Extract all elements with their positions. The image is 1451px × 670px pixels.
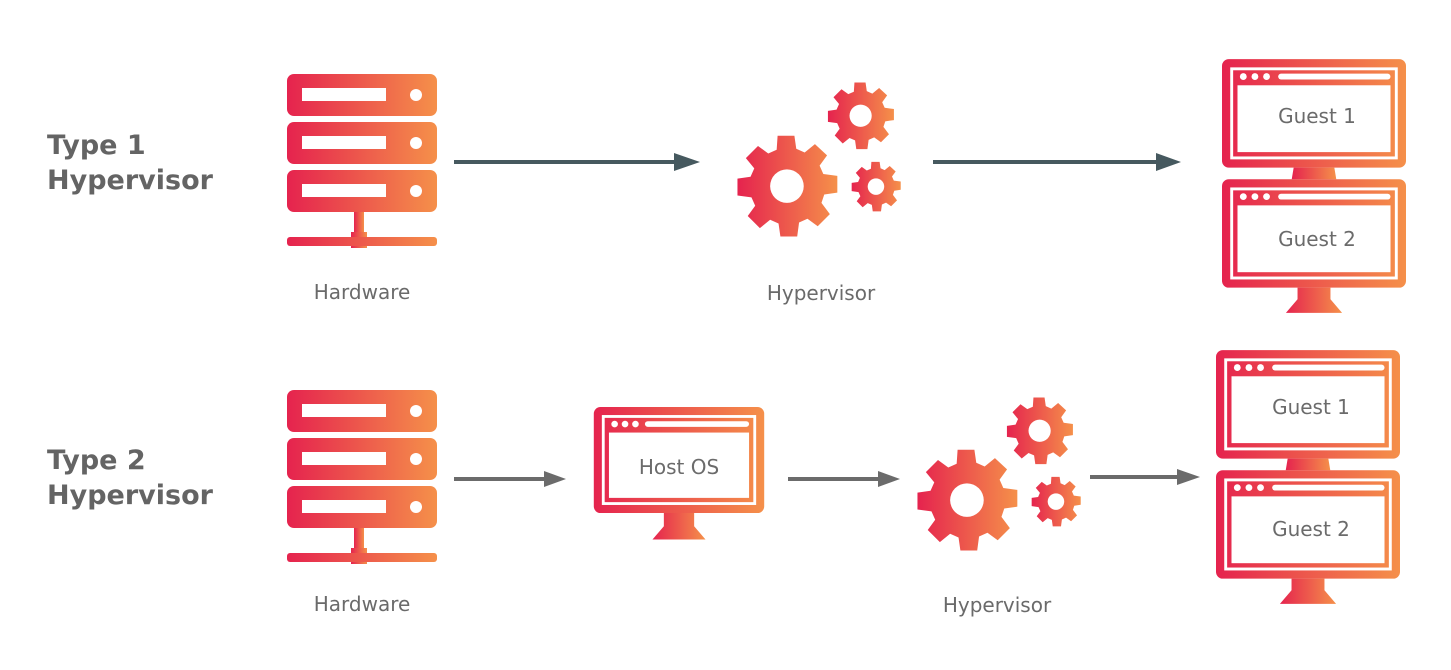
guest-2-label: Guest 2 [1278, 227, 1356, 251]
arrow-right-icon [454, 471, 566, 487]
arrow-right-icon [933, 153, 1181, 171]
row-title-line1: Type 2 [47, 445, 146, 476]
gear-small-icon [848, 160, 903, 215]
server-rack-icon [287, 74, 437, 254]
row-title-line2: Hypervisor [47, 165, 213, 196]
host-os-label: Host OS [638, 455, 720, 479]
arrow-right-icon [788, 471, 900, 487]
hardware-label: Hardware [313, 592, 411, 616]
arrow-right-icon [1090, 469, 1200, 485]
arrow-right-icon [454, 153, 700, 171]
row-title-line2: Hypervisor [47, 480, 213, 511]
guest-1-label: Guest 1 [1272, 395, 1350, 419]
gear-medium-icon [1002, 395, 1076, 469]
guest-2-label: Guest 2 [1272, 517, 1350, 541]
hypervisor-label: Hypervisor [766, 281, 876, 305]
guest-monitors-icon [1222, 55, 1406, 317]
gear-small-icon [1028, 475, 1083, 530]
gear-medium-icon [823, 80, 897, 154]
row-title-type2: Type 2 Hypervisor [47, 443, 213, 513]
hypervisor-label: Hypervisor [942, 593, 1052, 617]
guest-1-label: Guest 1 [1278, 104, 1356, 128]
row-title-type1: Type 1 Hypervisor [47, 128, 213, 198]
row-title-line1: Type 1 [47, 130, 146, 161]
hardware-label: Hardware [313, 280, 411, 304]
guest-monitors-icon [1216, 346, 1400, 608]
server-rack-icon [287, 390, 437, 570]
